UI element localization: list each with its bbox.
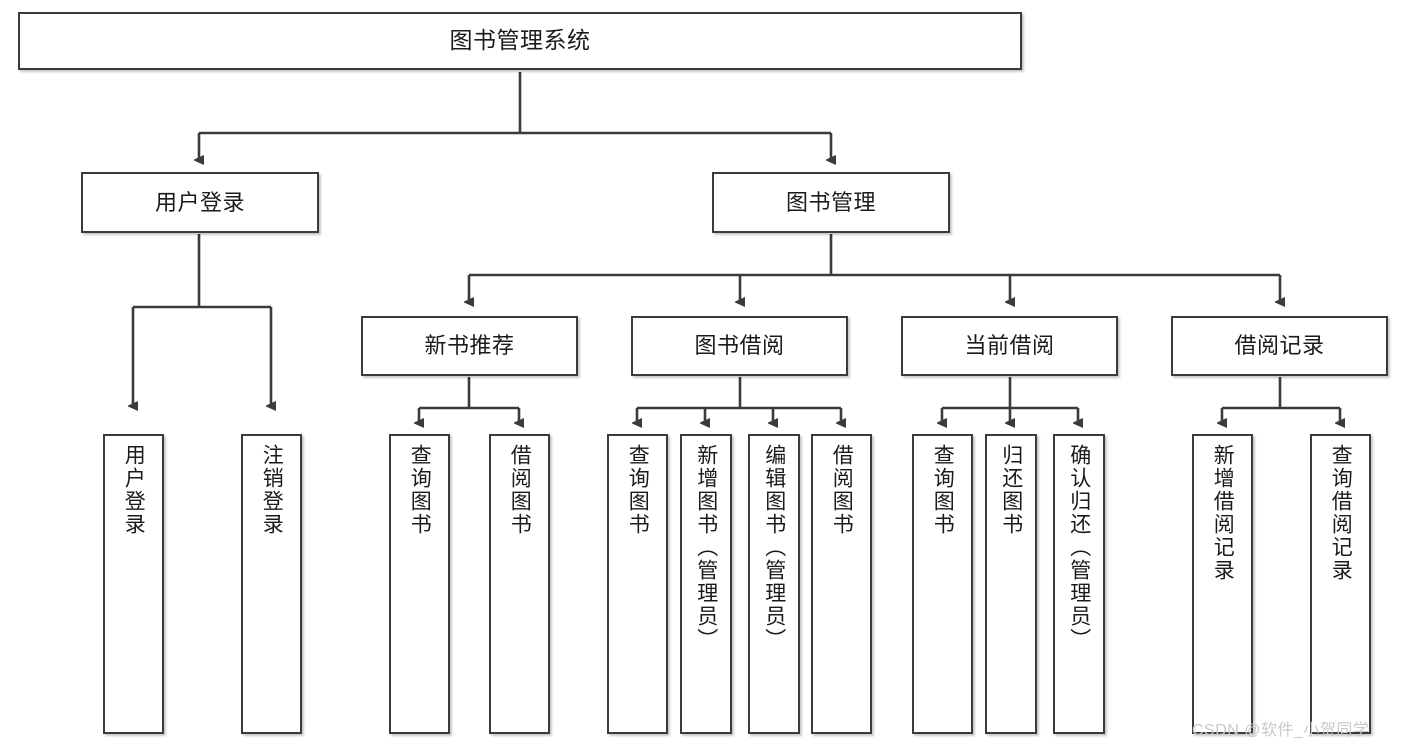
node-leaf-borrow-book[interactable]: 借阅图书: [811, 434, 872, 734]
node-user-login[interactable]: 用户登录: [81, 172, 319, 233]
node-leaf-logout[interactable]: 注销登录: [241, 434, 302, 734]
node-borrow-record[interactable]: 借阅记录: [1171, 316, 1388, 376]
node-user-login-label: 用户登录: [154, 189, 245, 215]
node-leaf-edit-book-admin-label: 编辑图书（管理员）: [762, 444, 786, 651]
node-leaf-add-book-admin[interactable]: 新增图书（管理员）: [680, 434, 732, 734]
node-leaf-query-book-current[interactable]: 查询图书: [912, 434, 973, 734]
node-leaf-borrow-book-new[interactable]: 借阅图书: [489, 434, 550, 734]
node-root-label: 图书管理系统: [449, 27, 591, 54]
node-current-borrow[interactable]: 当前借阅: [901, 316, 1118, 376]
node-borrow-record-label: 借阅记录: [1234, 333, 1325, 359]
node-leaf-return-book-label: 归还图书: [999, 444, 1023, 536]
node-leaf-return-book[interactable]: 归还图书: [985, 434, 1037, 734]
node-leaf-query-book-borrow-label: 查询图书: [626, 444, 650, 536]
node-leaf-confirm-return-admin[interactable]: 确认归还（管理员）: [1053, 434, 1105, 734]
node-leaf-user-login[interactable]: 用户登录: [103, 434, 164, 734]
node-leaf-borrow-book-new-label: 借阅图书: [508, 444, 532, 536]
node-leaf-query-book-current-label: 查询图书: [931, 444, 955, 536]
node-new-book-recommend-label: 新书推荐: [424, 333, 515, 359]
node-leaf-confirm-return-admin-label: 确认归还（管理员）: [1067, 444, 1091, 651]
node-leaf-query-book-borrow[interactable]: 查询图书: [607, 434, 668, 734]
node-leaf-logout-label: 注销登录: [260, 444, 284, 536]
csdn-watermark: CSDN @软件_小贺同学: [1192, 722, 1370, 739]
node-leaf-query-book-new-label: 查询图书: [408, 444, 432, 536]
node-book-management-label: 图书管理: [785, 189, 876, 215]
node-leaf-add-borrow-record[interactable]: 新增借阅记录: [1192, 434, 1253, 734]
node-leaf-user-login-label: 用户登录: [122, 444, 146, 536]
node-leaf-query-book-new[interactable]: 查询图书: [389, 434, 450, 734]
node-leaf-borrow-book-label: 借阅图书: [830, 444, 854, 536]
node-book-borrow[interactable]: 图书借阅: [631, 316, 848, 376]
node-leaf-query-borrow-record[interactable]: 查询借阅记录: [1310, 434, 1371, 734]
node-new-book-recommend[interactable]: 新书推荐: [361, 316, 578, 376]
node-book-management[interactable]: 图书管理: [712, 172, 950, 233]
node-leaf-add-book-admin-label: 新增图书（管理员）: [694, 444, 718, 651]
node-leaf-edit-book-admin[interactable]: 编辑图书（管理员）: [748, 434, 800, 734]
node-leaf-query-borrow-record-label: 查询借阅记录: [1329, 444, 1353, 582]
node-root[interactable]: 图书管理系统: [18, 12, 1022, 70]
node-book-borrow-label: 图书借阅: [694, 333, 785, 359]
node-leaf-add-borrow-record-label: 新增借阅记录: [1211, 444, 1235, 582]
node-current-borrow-label: 当前借阅: [964, 333, 1055, 359]
